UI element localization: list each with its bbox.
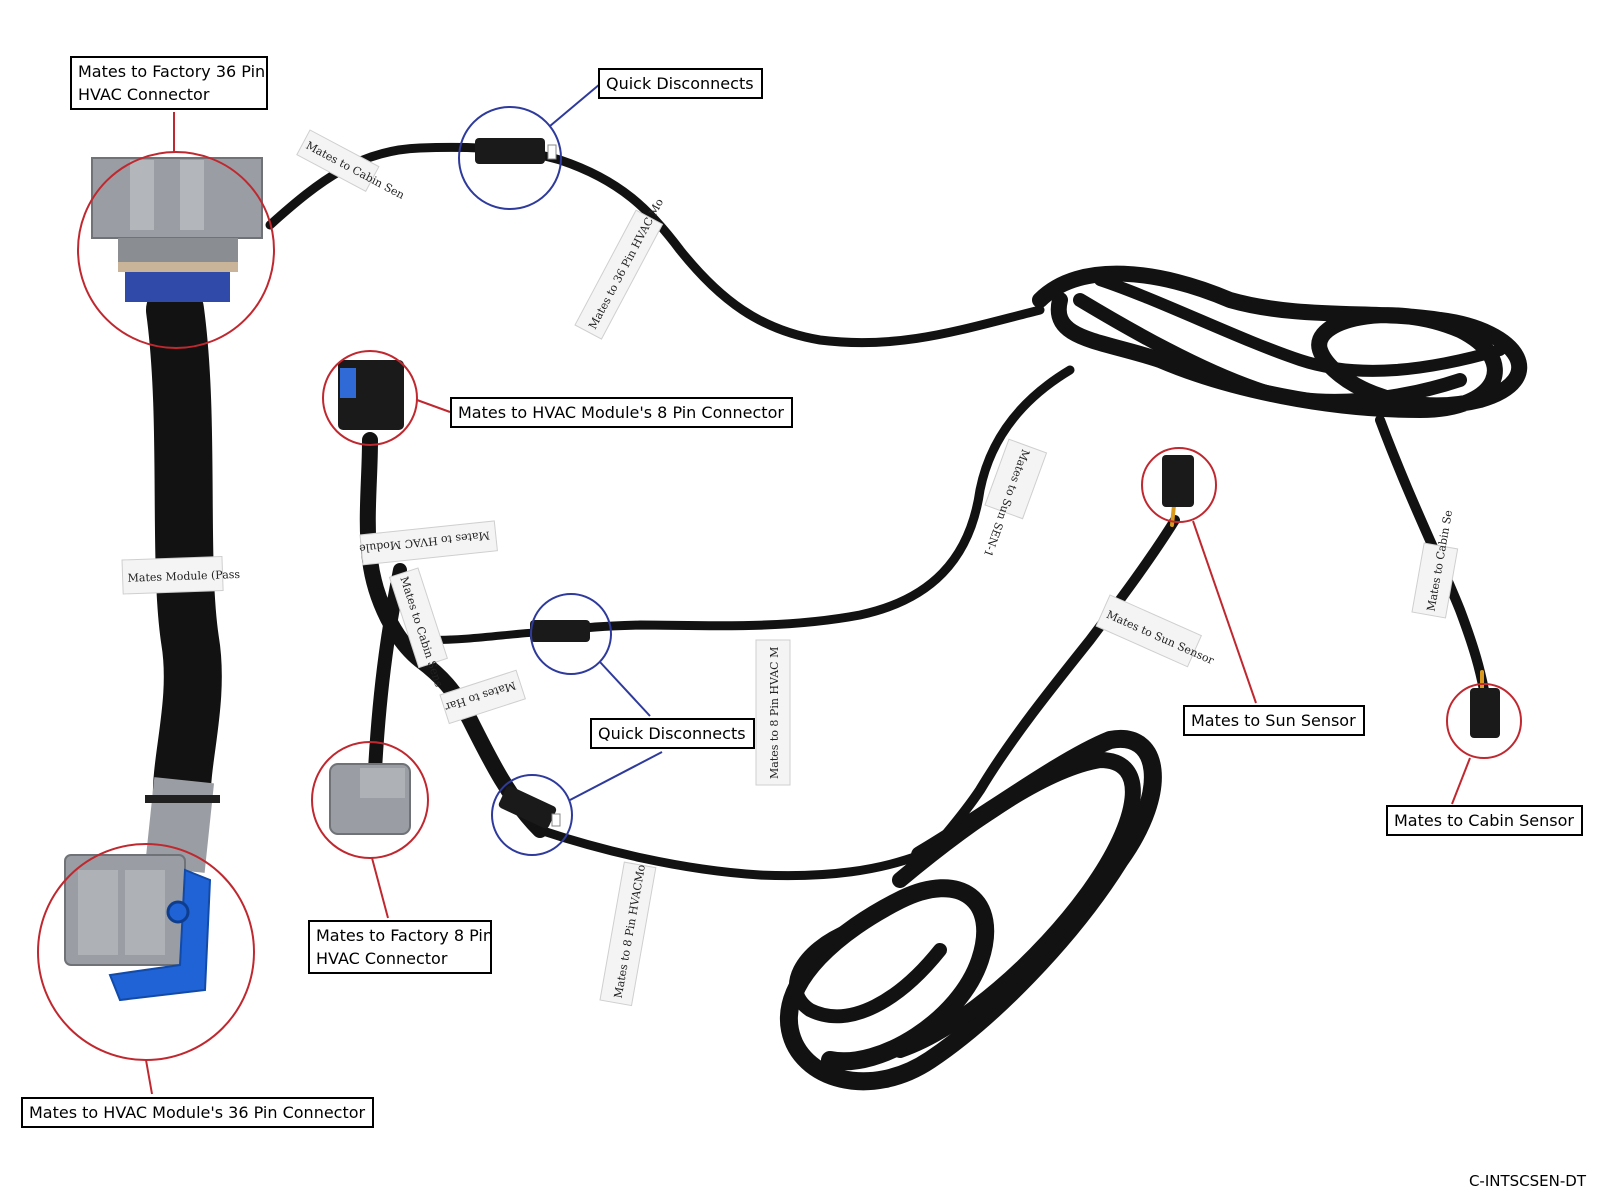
svg-text:Mates to 8 Pin HVAC M: Mates to 8 Pin HVAC M [768,647,781,779]
connector-factory-8-pin [329,763,411,835]
connector-hvac-8-pin [338,360,404,430]
wire-tag-9: Mates to Sun Sensor [1095,594,1217,667]
wire-tag-3: Mates Module (Pass [121,555,241,595]
wire-harness [146,142,1528,1091]
wire-tag-7: Mates to 8 Pin HVAC M [755,639,791,786]
callout-quick-disconnects-top: Quick Disconnects [598,68,763,99]
connector-hvac-36-pin [64,777,215,1002]
cable-top [265,142,1045,348]
quick-disconnect-mid [530,620,590,642]
quick-disconnect-top [475,138,557,164]
connector-cabin-sensor [1470,688,1500,738]
wire-tag-8: Mates to 8 Pin HVACMo [599,861,657,1007]
main-trunk [146,281,222,829]
cable-sun [925,515,1180,860]
callout-line: Mates to Factory 36 Pin [78,62,266,81]
highlight-factory-36 [77,151,275,349]
wire-tag-4: Mates to HVAC Module [359,520,498,566]
cable-cabin [1375,415,1489,695]
callout-hvac-8-pin: Mates to HVAC Module's 8 Pin Connector [450,397,793,428]
wire-tag-6: Mates to Har [439,669,526,725]
callout-factory-36-pin: Mates to Factory 36 Pin HVAC Connector [70,56,268,110]
connector-factory-36-pin [91,157,263,302]
connector-sun-sensor [1162,455,1194,507]
callout-hvac-36-pin: Mates to HVAC Module's 36 Pin Connector [21,1097,375,1128]
callout-cabin-sensor: Mates to Cabin Sensor [1386,805,1583,836]
coil-bottom [779,729,1162,1091]
callout-quick-disconnects-mid: Quick Disconnects [590,718,755,749]
svg-text:Mates Module (Pass: Mates Module (Pass [127,568,240,585]
callout-line: HVAC Connector [316,949,448,968]
cable-mid [565,365,1075,635]
zip-tie [145,795,220,803]
highlight-hvac-8 [322,350,418,446]
highlight-quick-bottom [491,774,573,856]
wire-tag-2: Mates to 36 Pin HVAC Mo [574,196,666,340]
quick-disconnect-bottom [498,786,561,829]
highlight-quick-top [458,106,562,210]
highlight-quick-mid [530,593,612,675]
part-code: C-INTSCSEN-DT [1468,1172,1586,1190]
wire-tag-1: Mates to Cabin Sen [296,129,407,202]
annotations [37,83,1522,1095]
highlight-sun-sensor [1141,447,1217,523]
callout-line: Mates to Factory 8 Pin [316,926,493,945]
callout-factory-8-pin: Mates to Factory 8 Pin HVAC Connector [308,920,493,974]
callout-sun-sensor: Mates to Sun Sensor [1183,705,1365,736]
svg-text:Mates to 36 Pin HVAC Mo: Mates to 36 Pin HVAC Mo [586,196,666,331]
highlight-cabin-sensor [1446,683,1522,759]
callout-line: HVAC Connector [78,85,210,104]
highlight-factory-8 [311,741,429,859]
